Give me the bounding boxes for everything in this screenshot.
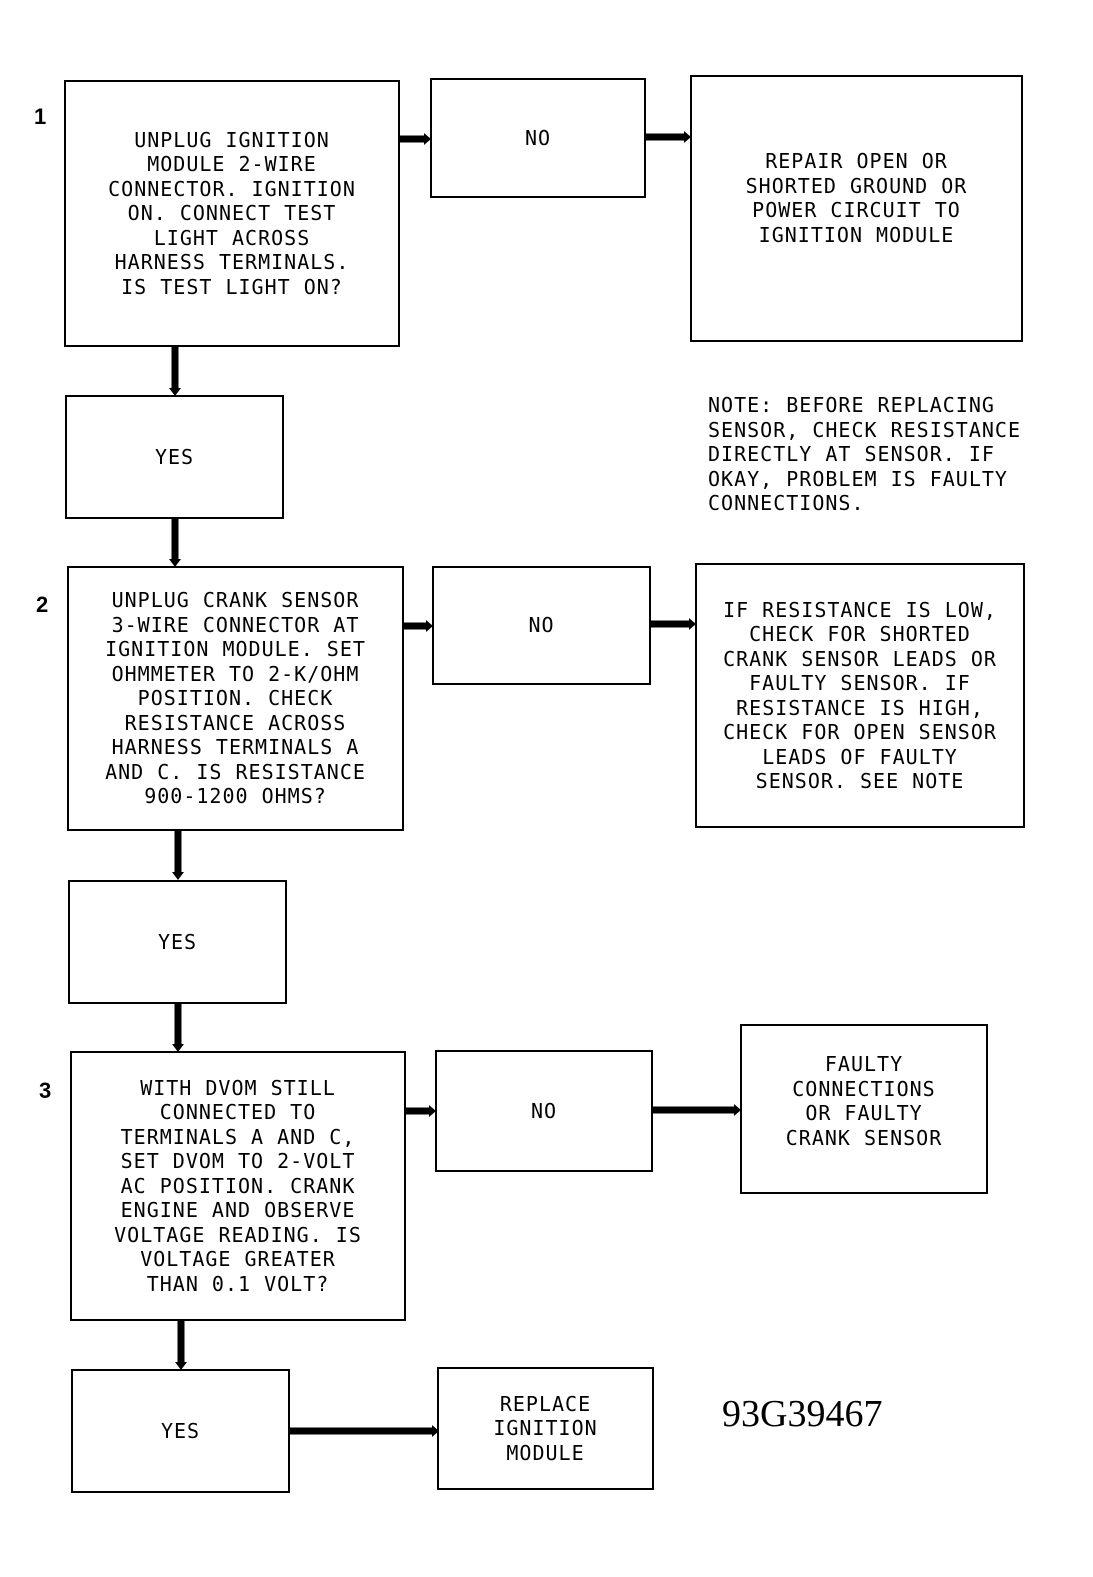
step-1-no-result-text: REPAIR OPEN OR SHORTED GROUND OR POWER C… [745, 149, 968, 247]
step-2-yes-label: YES [157, 929, 198, 954]
arrowhead [172, 1044, 184, 1052]
arrowhead [734, 1104, 741, 1116]
step-1-no-label: NO [524, 125, 552, 150]
step-3-no-result-box: FAULTY CONNECTIONS OR FAULTY CRANK SENSO… [740, 1024, 988, 1194]
arrowhead [169, 559, 181, 567]
step-3-yes-label: YES [160, 1418, 201, 1443]
step-3-question-text: WITH DVOM STILL CONNECTED TO TERMINALS A… [114, 1075, 362, 1296]
step-3-yes-box: YES [71, 1369, 290, 1493]
step-3-number: 3 [39, 1078, 52, 1103]
step-1-no-result-box: REPAIR OPEN OR SHORTED GROUND OR POWER C… [690, 75, 1023, 342]
arrowhead [175, 1362, 187, 1370]
step-2-question-text: UNPLUG CRANK SENSOR 3-WIRE CONNECTOR AT … [105, 588, 366, 809]
step-3-no-label: NO [530, 1098, 558, 1123]
step-2-no-label: NO [528, 613, 555, 638]
step-2-yes-box: YES [68, 880, 287, 1004]
arrowhead [684, 131, 691, 143]
step-3-no-box: NO [435, 1050, 653, 1172]
step-1-question-box: UNPLUG IGNITION MODULE 2-WIRE CONNECTOR.… [64, 80, 400, 347]
step-1-question-text: UNPLUG IGNITION MODULE 2-WIRE CONNECTOR.… [108, 127, 356, 299]
step-2-no-result-text: IF RESISTANCE IS LOW, CHECK FOR SHORTED … [723, 597, 997, 794]
arrowhead [432, 1425, 439, 1437]
step-1-no-box: NO [430, 78, 646, 198]
sensor-note: NOTE: BEFORE REPLACING SENSOR, CHECK RES… [708, 393, 1021, 515]
step-1-yes-label: YES [154, 444, 195, 469]
step-3-no-result-text: FAULTY CONNECTIONS OR FAULTY CRANK SENSO… [785, 1052, 943, 1150]
arrowhead [426, 620, 433, 632]
step-1-number: 1 [34, 104, 47, 129]
step-3-yes-result-text: REPLACE IGNITION MODULE [493, 1391, 598, 1465]
figure-code: 93G39467 [722, 1393, 883, 1435]
arrowhead [424, 133, 431, 145]
step-3-question-box: WITH DVOM STILL CONNECTED TO TERMINALS A… [70, 1051, 406, 1321]
arrowhead [172, 872, 184, 880]
arrowhead [689, 618, 696, 630]
step-3-yes-result-box: REPLACE IGNITION MODULE [437, 1367, 654, 1490]
step-1-yes-box: YES [65, 395, 284, 519]
arrowhead [169, 388, 181, 396]
step-2-number: 2 [36, 592, 49, 617]
arrowhead [429, 1105, 436, 1117]
step-2-no-result-box: IF RESISTANCE IS LOW, CHECK FOR SHORTED … [695, 563, 1025, 828]
step-2-question-box: UNPLUG CRANK SENSOR 3-WIRE CONNECTOR AT … [67, 566, 404, 831]
step-2-no-box: NO [432, 566, 651, 685]
